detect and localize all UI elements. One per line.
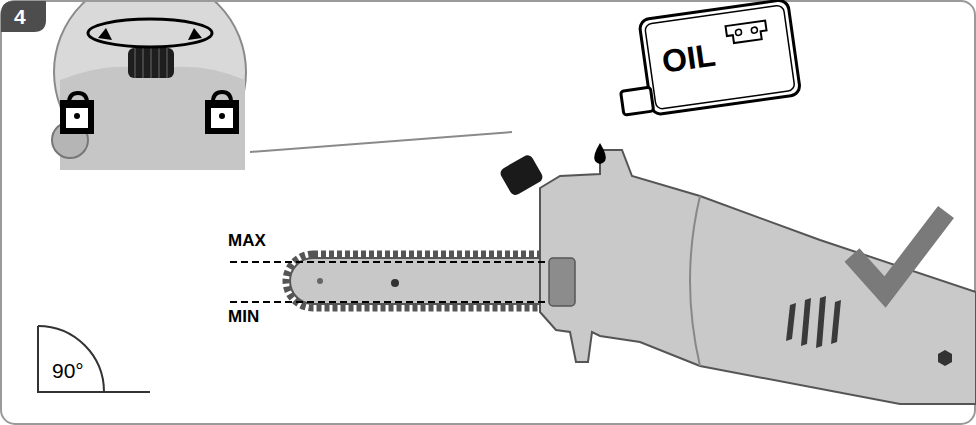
bottle-neck — [621, 87, 654, 115]
leader-line — [250, 132, 512, 152]
oil-cap — [128, 48, 174, 78]
lock-keyhole — [219, 113, 225, 119]
hex-bolt — [938, 350, 952, 366]
vent-slot — [831, 300, 841, 344]
vent-slot — [786, 303, 796, 341]
angle-label: 90° — [52, 360, 84, 381]
housing-seam — [690, 196, 700, 366]
oil-drop — [594, 143, 606, 164]
tank-body — [60, 67, 245, 170]
max-level-line — [230, 261, 548, 263]
bar-rivet — [317, 278, 323, 284]
chain-icon-hole — [735, 29, 742, 36]
turn-arrow-head — [98, 28, 112, 40]
bar-hole — [391, 279, 399, 287]
bottle-body — [639, 0, 801, 115]
vent-slot — [816, 296, 826, 348]
oil-window — [549, 258, 575, 306]
unlock-keyhole — [74, 113, 80, 119]
unlock-icon — [60, 100, 94, 134]
lock-body — [211, 108, 233, 128]
check-mark — [852, 212, 946, 292]
oil-cap — [498, 153, 544, 197]
cap-grip — [135, 48, 167, 78]
right-angle — [38, 326, 150, 392]
chain-icon-hole — [751, 27, 758, 34]
guide-bar — [290, 258, 570, 304]
min-level-line — [230, 301, 548, 303]
level-label: MIN — [228, 308, 259, 325]
turn-arrow — [88, 19, 212, 47]
bottle-outline — [645, 5, 796, 110]
tool-housing — [540, 150, 976, 404]
lock-shackle — [213, 92, 231, 110]
oil-bottle — [611, 0, 801, 119]
unlock-body — [66, 108, 88, 128]
bottle-label: OIL — [660, 39, 717, 78]
step-tab — [1, 1, 46, 32]
lock-icon — [205, 100, 239, 134]
turn-arrow-head — [188, 28, 202, 40]
angle-arc — [38, 326, 104, 392]
step-number: 4 — [14, 6, 26, 27]
level-label: MAX — [228, 232, 266, 249]
vent-slots — [786, 296, 841, 348]
detail-inset — [52, 2, 246, 170]
cap-body — [498, 153, 544, 197]
chain-icon — [726, 21, 768, 44]
vent-slot — [801, 298, 811, 346]
